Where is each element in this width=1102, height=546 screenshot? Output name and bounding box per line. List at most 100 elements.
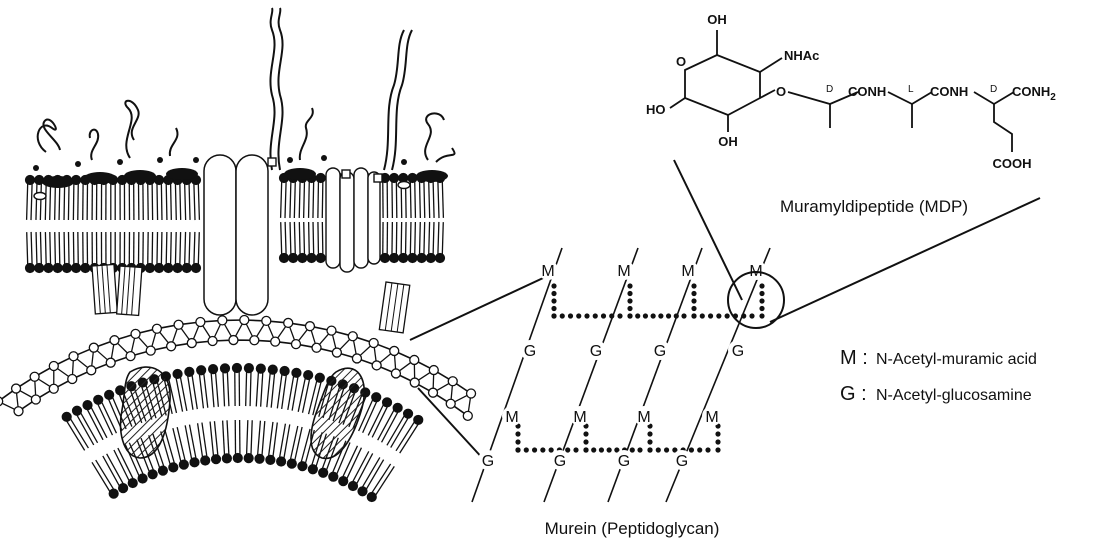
- phospholipid: [53, 232, 62, 273]
- murein-g-unit: G: [590, 343, 602, 360]
- sugar-unit: [250, 336, 259, 345]
- peptide-dot: [601, 313, 606, 318]
- sugar-unit: [410, 355, 419, 364]
- sugar-unit: [187, 339, 196, 348]
- sugar-unit: [348, 332, 357, 341]
- phospholipid: [390, 222, 399, 263]
- phospholipid: [185, 425, 199, 467]
- mdp-ether-oxygen: O: [776, 84, 786, 99]
- phospholipid: [244, 364, 253, 407]
- phospholipid: [233, 420, 242, 463]
- peptide-dot: [700, 313, 705, 318]
- peptide-dot: [627, 298, 632, 303]
- mdp-oh-bottom: OH: [718, 134, 738, 149]
- phospholipid: [280, 222, 289, 263]
- peptide-dot: [532, 447, 537, 452]
- peptide-dot: [647, 431, 652, 436]
- peptide-dot: [565, 447, 570, 452]
- phospholipid: [289, 222, 298, 263]
- phospholipid: [81, 232, 90, 273]
- mdp-ho-left: HO: [646, 102, 666, 117]
- phospholipid: [277, 367, 289, 409]
- mdp-nhac: NHAc: [784, 48, 819, 63]
- peptide-dot: [627, 306, 632, 311]
- sugar-unit: [284, 318, 293, 327]
- lps-head: [166, 168, 198, 180]
- sugar-unit: [369, 339, 378, 348]
- phospholipid: [289, 174, 298, 219]
- peptide-dot: [637, 447, 642, 452]
- phospholipid: [408, 174, 417, 219]
- sugar-unit: [429, 388, 438, 397]
- sugar-unit: [68, 375, 77, 384]
- phospholipid: [44, 232, 53, 273]
- phospholipid: [26, 232, 35, 273]
- peptide-dot: [666, 313, 671, 318]
- peptide-dot: [583, 431, 588, 436]
- phospholipid: [298, 222, 307, 263]
- phospholipid: [408, 222, 417, 263]
- peptide-dot: [607, 447, 612, 452]
- peptide-dot: [759, 306, 764, 311]
- peptide-dot: [651, 313, 656, 318]
- murein-m-unit: M: [573, 409, 586, 426]
- murein-m-unit: M: [541, 263, 554, 280]
- phospholipid: [426, 222, 435, 263]
- peptide-dot: [691, 306, 696, 311]
- sugar-unit: [146, 346, 155, 355]
- phospholipid: [417, 222, 426, 263]
- core-dot: [193, 157, 199, 163]
- sugar-unit: [448, 377, 457, 386]
- mdp-labels: OH NHAc O HO OH O D CONH L CONH D CONH2 …: [646, 12, 1056, 171]
- phospholipid: [266, 422, 277, 464]
- sugar-unit: [167, 342, 176, 351]
- peptide-dot: [617, 313, 622, 318]
- phospholipid: [164, 176, 173, 221]
- phospholipid: [127, 176, 136, 221]
- peptide-dot: [593, 313, 598, 318]
- peptide-dot: [689, 447, 694, 452]
- phospholipid: [192, 232, 201, 273]
- phospholipid: [339, 446, 362, 486]
- sugar-unit: [390, 346, 399, 355]
- lps-core-loops: [38, 101, 455, 162]
- phospholipid: [280, 174, 289, 219]
- sugar-unit: [31, 395, 40, 404]
- murein-m-unit: M: [617, 263, 630, 280]
- legend-text-m: N-Acetyl-muramic acid: [876, 351, 1037, 368]
- sugar-unit: [152, 324, 161, 333]
- sugar-unit: [14, 407, 23, 416]
- phospholipid: [164, 232, 173, 273]
- peptide-dot: [627, 291, 632, 296]
- murein-m-unit: M: [637, 409, 650, 426]
- legend-key-g: G :: [840, 383, 867, 405]
- sugar-unit: [69, 352, 78, 361]
- murein-g-unit: G: [524, 343, 536, 360]
- peptide-dot: [716, 313, 721, 318]
- core-dot: [321, 155, 327, 161]
- peptide-dot: [715, 447, 720, 452]
- phospholipid: [197, 366, 208, 408]
- peptide-dot: [515, 431, 520, 436]
- porin-channel: [204, 155, 268, 315]
- peptide-dot: [609, 313, 614, 318]
- phospholipid: [255, 421, 265, 464]
- peptide-dot: [715, 431, 720, 436]
- peptide-dot: [576, 313, 581, 318]
- sugar-unit: [429, 366, 438, 375]
- sugar-unit: [49, 361, 58, 370]
- peptide-dot: [635, 313, 640, 318]
- peptide-dot: [647, 439, 652, 444]
- phospholipid: [232, 364, 241, 407]
- peptide-dot: [549, 447, 554, 452]
- peptide-dot: [759, 291, 764, 296]
- sugar-unit: [174, 320, 183, 329]
- peptide-dot: [725, 313, 730, 318]
- peptide-dot: [591, 447, 596, 452]
- murein-caption: Murein (Peptidoglycan): [545, 519, 720, 538]
- phospholipid: [307, 222, 316, 263]
- sugar-unit: [271, 337, 280, 346]
- peptide-dot: [691, 313, 696, 318]
- murein-g-unit: G: [554, 453, 566, 470]
- mdp-l-stereo: L: [908, 84, 914, 95]
